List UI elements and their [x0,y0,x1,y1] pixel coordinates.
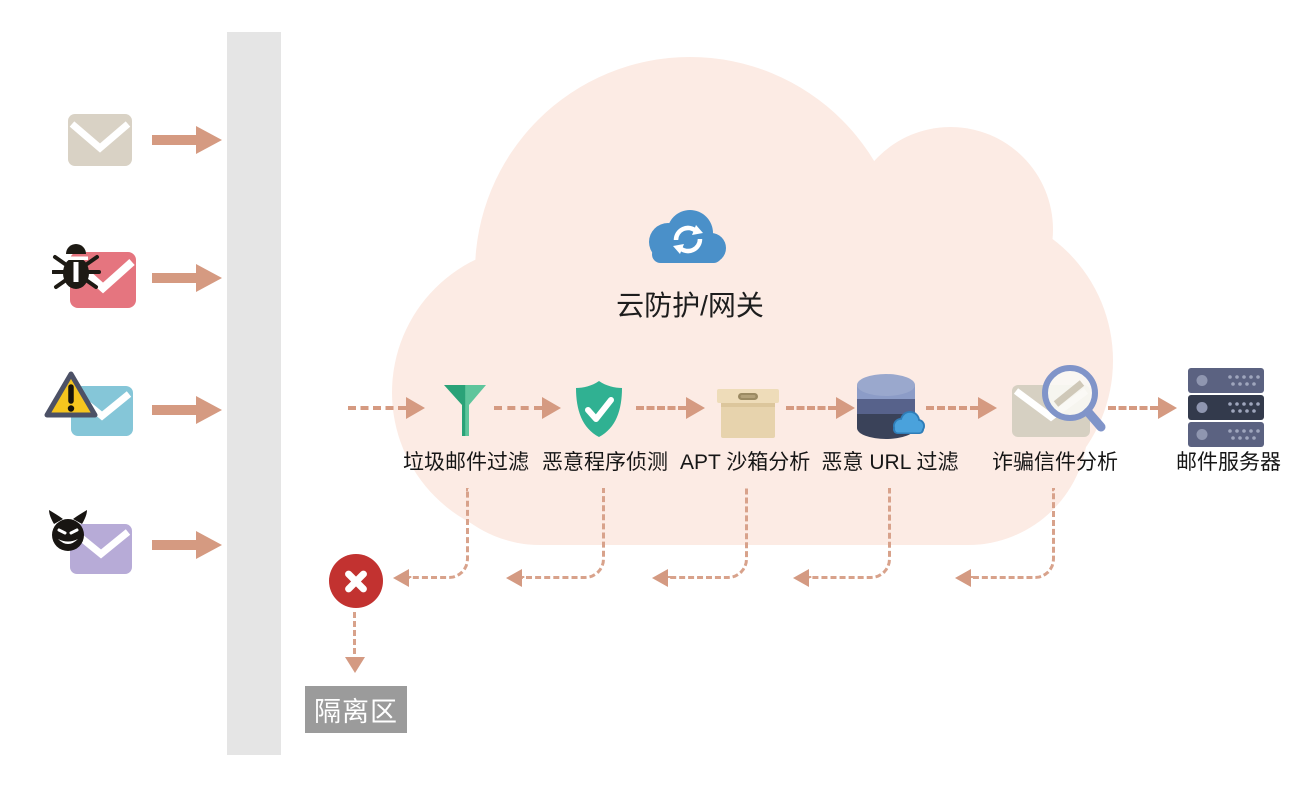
reject-elbow-spam [393,488,469,587]
mail-devil-icon [49,510,132,574]
reject-elbow-malware [506,488,605,587]
quarantine-zone-label: 隔离区 [305,686,407,733]
stage-label-url-filter: 恶意 URL 过滤 [821,451,959,474]
cloud-gateway-label: 云防护/网关 [616,290,764,321]
quarantine-drop-arrowhead [345,657,365,673]
gateway-barrier-bar [227,32,281,755]
mini-cloud-icon [893,411,925,434]
mail-bug-icon [52,244,136,308]
stage-label-apt-sandbox: APT 沙箱分析 [680,451,811,474]
reject-elbow-url [793,488,891,587]
block-x-icon [329,554,383,608]
mail-server-label: 邮件服务器 [1176,451,1281,474]
cloud-shape-upper-right [848,127,1053,332]
mail-magnifier-icon [1012,365,1106,437]
reject-elbow-phishing [955,488,1055,587]
database-cloud-icon [857,374,925,439]
mail-server-icon [1188,368,1264,447]
magnifier-icon [1042,365,1106,432]
incoming-arrow-4 [152,531,222,559]
incoming-arrow-2 [152,264,222,292]
incoming-arrow-1 [152,126,222,154]
cloud-sync-icon [649,210,726,263]
stage-label-phishing-analysis: 诈骗信件分析 [992,451,1118,474]
sandbox-box-icon [717,389,779,438]
sync-arrows-icon [673,225,703,254]
mail-warning-icon [44,371,133,436]
funnel-icon [444,385,486,436]
shield-check-icon [576,381,622,437]
quarantine-drop-line [353,612,356,654]
mail-icon [68,114,132,166]
reject-elbow-apt [652,488,748,587]
devil-icon [49,510,87,551]
stage-label-malware-detection: 恶意程序侦测 [542,451,668,474]
warning-triangle-icon [44,371,98,418]
incoming-arrow-3 [152,396,222,424]
stage-label-spam-filter: 垃圾邮件过滤 [403,451,529,474]
bug-icon [52,255,101,289]
